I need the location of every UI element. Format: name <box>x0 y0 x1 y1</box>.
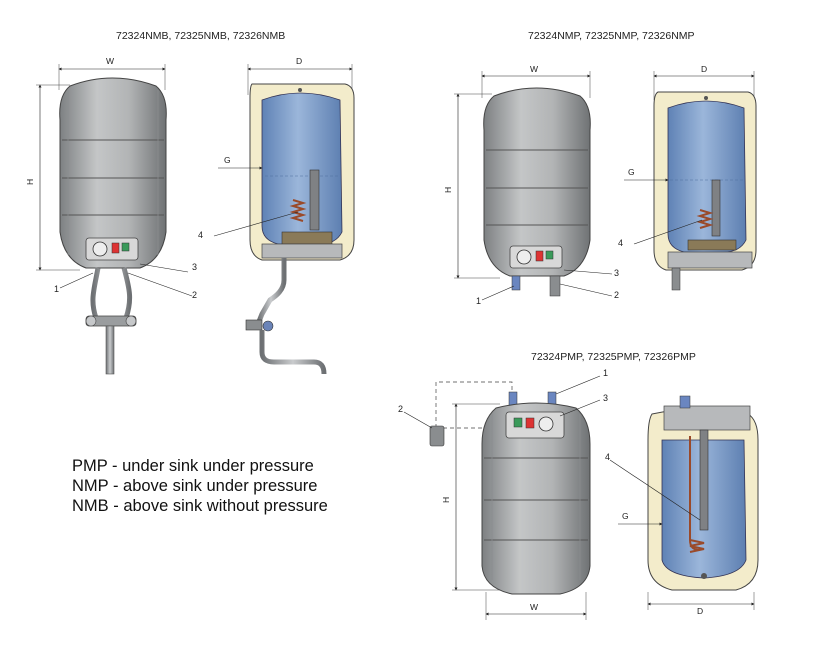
callout-3-nmb: 3 <box>192 262 197 272</box>
nmb-side-view: D G 4 <box>198 56 355 375</box>
callout-4-pmp: 4 <box>605 452 610 462</box>
legend: PMP - under sink under pressure NMP - ab… <box>72 456 328 516</box>
legend-nmb: NMB - above sink without pressure <box>72 497 328 515</box>
nmb-front-view: W H 1 2 3 <box>25 56 197 375</box>
callout-4-nmp: 4 <box>618 238 623 248</box>
title-pmp: 72324PMP, 72325PMP, 72326PMP <box>531 351 696 363</box>
callout-2-nmp: 2 <box>614 290 619 300</box>
callout-2-nmb: 2 <box>192 290 197 300</box>
nmp-side-view: D G 4 <box>618 64 757 291</box>
dim-h-pmp: H <box>441 497 451 503</box>
callout-1-nmb: 1 <box>54 284 59 294</box>
title-nmp: 72324NMP, 72325NMP, 72326NMP <box>528 30 695 42</box>
dim-h-nmb: H <box>25 179 35 185</box>
dim-g-pmp: G <box>622 511 629 521</box>
callout-3-nmp: 3 <box>614 268 619 278</box>
callout-2-pmp: 2 <box>398 404 403 414</box>
title-nmb: 72324NMB, 72325NMB, 72326NMB <box>116 30 285 42</box>
dim-d-nmp: D <box>701 64 707 74</box>
dim-w-nmp: W <box>530 64 538 74</box>
callout-4-nmb: 4 <box>198 230 203 240</box>
dim-h-nmp: H <box>443 187 453 193</box>
legend-pmp: PMP - under sink under pressure <box>72 457 314 475</box>
callout-3-pmp: 3 <box>603 393 608 403</box>
dim-w-pmp: W <box>530 602 538 612</box>
legend-nmp: NMP - above sink under pressure <box>72 477 318 495</box>
pmp-front-view: 2 H W 1 3 <box>398 368 608 620</box>
dim-d-pmp: D <box>697 606 703 616</box>
dim-g-nmp: G <box>628 167 635 177</box>
callout-1-pmp: 1 <box>603 368 608 378</box>
nmp-front-view: W H 1 2 3 <box>443 64 619 306</box>
callout-1-nmp: 1 <box>476 296 481 306</box>
pmp-side-view: D G 4 <box>605 395 759 616</box>
dim-w-nmb: W <box>106 56 114 66</box>
dim-g-nmb: G <box>224 155 231 165</box>
dim-d-nmb: D <box>296 56 302 66</box>
